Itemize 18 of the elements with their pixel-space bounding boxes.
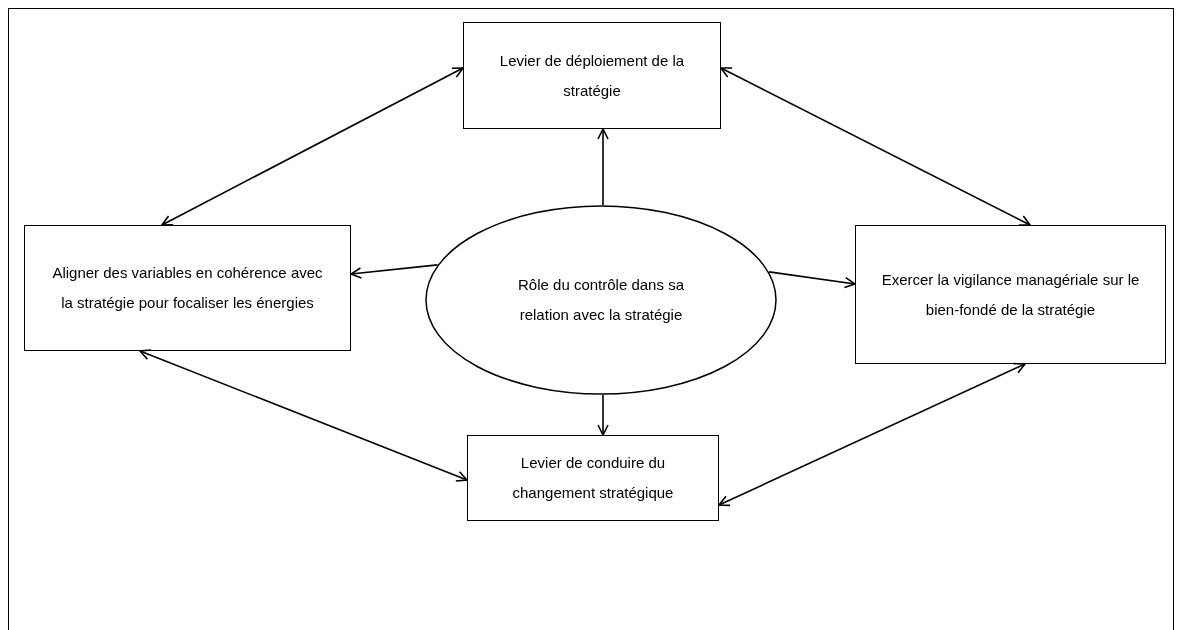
arrow xyxy=(720,67,1031,226)
arrow xyxy=(718,362,1026,507)
arrow xyxy=(161,67,464,226)
text-box xyxy=(463,22,721,129)
text-box xyxy=(467,435,719,521)
ellipse-node xyxy=(425,205,777,395)
arrow xyxy=(597,394,609,436)
node-label: Aligner des variables en cohérence avec la stratégie pour focaliser les énergies xyxy=(51,263,324,313)
arrow xyxy=(350,264,439,279)
arrow xyxy=(768,271,856,289)
node-label: Levier de conduire du changement stratégique xyxy=(511,453,675,503)
node-label: Rôle du contrôle dans sa relation avec la stratégie xyxy=(517,275,685,325)
text-box xyxy=(24,225,351,351)
text-box xyxy=(855,225,1166,364)
node-label: Exercer la vigilance managériale sur le bien-fondé de la stratégie xyxy=(880,269,1141,320)
arrow xyxy=(597,128,609,206)
arrow xyxy=(139,349,468,482)
node-label: Levier de déploiement de la stratégie xyxy=(498,50,686,101)
